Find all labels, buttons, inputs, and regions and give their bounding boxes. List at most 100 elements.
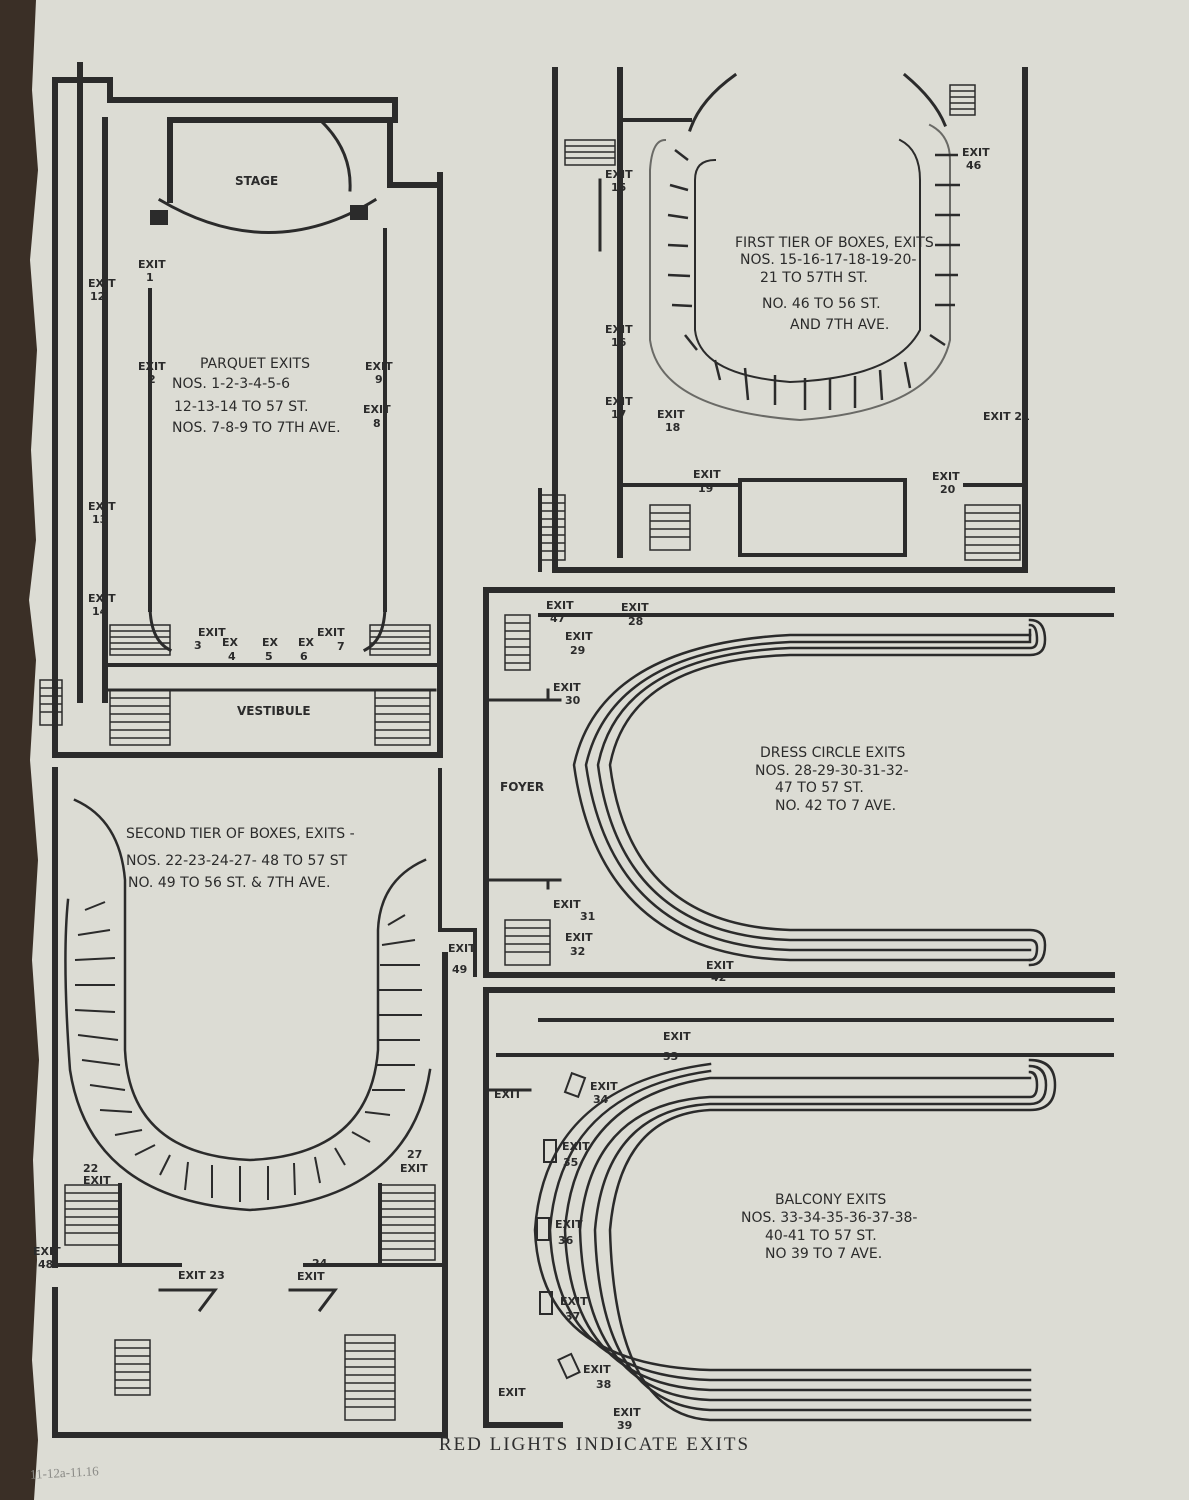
exit-label: EXIT: [448, 942, 476, 955]
exit-number: 24: [312, 1257, 328, 1270]
exit-label: EXIT: [565, 931, 593, 944]
exit-label: EX: [298, 636, 315, 649]
exit-number: 30: [565, 694, 581, 707]
exit-label: EXIT: [33, 1245, 61, 1258]
exit-label: EX: [222, 636, 239, 649]
first-tier-note-line: AND 7TH AVE.: [790, 317, 889, 333]
exit-number: 17: [611, 408, 626, 421]
dress-circle-note-title: DRESS CIRCLE EXITS: [760, 745, 906, 761]
exit-number: 3: [194, 639, 202, 652]
exit-label: EXIT: [605, 323, 633, 336]
second-tier-note-title: SECOND TIER OF BOXES, EXITS -: [126, 826, 355, 842]
exit-number: 29: [570, 644, 585, 657]
exit-number: 7: [337, 640, 345, 653]
exit-number: 14: [92, 605, 108, 618]
footer-caption: RED LIGHTS INDICATE EXITS: [438, 1434, 751, 1455]
dress-circle-note-line: 47 TO 57 ST.: [775, 780, 864, 796]
exit-number: 20: [940, 483, 956, 496]
exit-label: EXIT 21: [983, 410, 1030, 423]
balcony-note-line: NOS. 33-34-35-36-37-38-: [741, 1210, 917, 1226]
exit-number: 5: [265, 650, 273, 663]
exit-label: EXIT: [621, 601, 649, 614]
parquet-note-line: 12-13-14 TO 57 ST.: [174, 399, 309, 415]
second-tier-labels: EXIT 49 22 EXIT 27 EXIT EXIT 48 EXIT 23 …: [33, 826, 476, 1283]
first-tier-note-line: NOS. 15-16-17-18-19-20-: [740, 252, 916, 268]
exit-number: 2: [148, 373, 156, 386]
exit-number: 31: [580, 910, 595, 923]
exit-label: EXIT: [605, 168, 633, 181]
exit-number: 46: [966, 159, 982, 172]
exit-number: 47: [550, 612, 565, 625]
balcony-rows: [533, 1058, 1057, 1422]
exit-number: 6: [300, 650, 308, 663]
first-tier-note-title: FIRST TIER OF BOXES, EXITS: [735, 235, 934, 251]
exit-label: EXIT: [83, 1174, 111, 1187]
exit-label: EXIT: [663, 1030, 691, 1043]
exit-label: EXIT: [553, 898, 581, 911]
exit-label: EXIT: [198, 626, 226, 639]
balcony-plan: [483, 987, 1115, 1428]
exit-label: EXIT: [560, 1295, 588, 1308]
balcony-labels: EXIT 33 EXIT EXIT 34 EXIT 35 EXIT 36 EXI…: [494, 1030, 917, 1432]
stair-blocks: [39, 84, 1021, 1421]
exit-number: 39: [617, 1419, 632, 1432]
first-tier-seat-ticks: [667, 149, 960, 410]
exit-label: EXIT: [693, 468, 721, 481]
exit-number: 48: [38, 1258, 53, 1271]
exit-number: 1: [146, 271, 154, 284]
exit-label: EXIT: [400, 1162, 428, 1175]
exit-label: EXIT: [613, 1406, 641, 1419]
exit-label: EXIT: [962, 146, 990, 159]
exit-label: EXIT 23: [178, 1269, 225, 1282]
dress-circle-labels: FOYER EXIT 47 EXIT 28 EXIT 29 EXIT 30 EX…: [500, 599, 909, 984]
stage-label: STAGE: [235, 174, 278, 188]
parquet-note-line: NOS. 1-2-3-4-5-6: [172, 376, 290, 392]
exit-number: 36: [558, 1234, 574, 1247]
exit-number: 18: [665, 421, 680, 434]
dress-circle-rows: [572, 618, 1047, 967]
first-tier-note-line: NO. 46 TO 56 ST.: [762, 296, 881, 312]
exit-number: 15: [611, 181, 626, 194]
vestibule-label: VESTIBULE: [237, 704, 311, 718]
exit-number: 33: [663, 1050, 678, 1063]
second-tier-rows: [64, 798, 432, 1212]
exit-number: 34: [593, 1093, 609, 1106]
dress-circle-note-line: NO. 42 TO 7 AVE.: [775, 798, 896, 814]
second-tier-note-line: NO. 49 TO 56 ST. & 7TH AVE.: [128, 875, 330, 891]
second-tier-note-line: NOS. 22-23-24-27- 48 TO 57 ST: [126, 853, 348, 869]
exit-number: 49: [452, 963, 467, 976]
exit-label: EXIT: [565, 630, 593, 643]
balcony-note-line: NO 39 TO 7 AVE.: [765, 1246, 882, 1262]
exit-number: 12: [90, 290, 105, 303]
exit-label: EXIT: [88, 500, 116, 513]
exit-label: EXIT: [546, 599, 574, 612]
parquet-labels: STAGE VESTIBULE EXIT 1 EXIT 12 EXIT 2 EX…: [88, 174, 393, 718]
exit-label: EXIT: [932, 470, 960, 483]
first-tier-note-line: 21 TO 57TH ST.: [760, 270, 868, 286]
exit-label: EXIT: [657, 408, 685, 421]
exit-number: 28: [628, 615, 643, 628]
balcony-note-title: BALCONY EXITS: [775, 1192, 886, 1208]
exit-number: 4: [228, 650, 236, 663]
parquet-note-line: NOS. 7-8-9 TO 7TH AVE.: [172, 420, 341, 436]
balcony-note-line: 40-41 TO 57 ST.: [765, 1228, 877, 1244]
exit-number: 9: [375, 373, 383, 386]
exit-label: EXIT: [555, 1218, 583, 1231]
exit-label: EXIT: [88, 592, 116, 605]
balcony-exit-boxes: [536, 1071, 587, 1380]
exit-number: 37: [565, 1310, 580, 1323]
first-tier-labels: EXIT 15 EXIT 16 EXIT 17 EXIT 18 EXIT 19 …: [605, 146, 1030, 496]
exit-label: EXIT: [553, 681, 581, 694]
exit-number: 19: [698, 482, 713, 495]
exit-number: 8: [373, 417, 381, 430]
exit-number: 42: [711, 971, 726, 984]
exit-label: EXIT: [590, 1080, 618, 1093]
exit-label: EXIT: [297, 1270, 325, 1283]
exit-number: 38: [596, 1378, 611, 1391]
exit-label: EXIT: [562, 1140, 590, 1153]
exit-label: EXIT: [706, 959, 734, 972]
foyer-label: FOYER: [500, 780, 544, 794]
exit-label: EXIT: [605, 395, 633, 408]
